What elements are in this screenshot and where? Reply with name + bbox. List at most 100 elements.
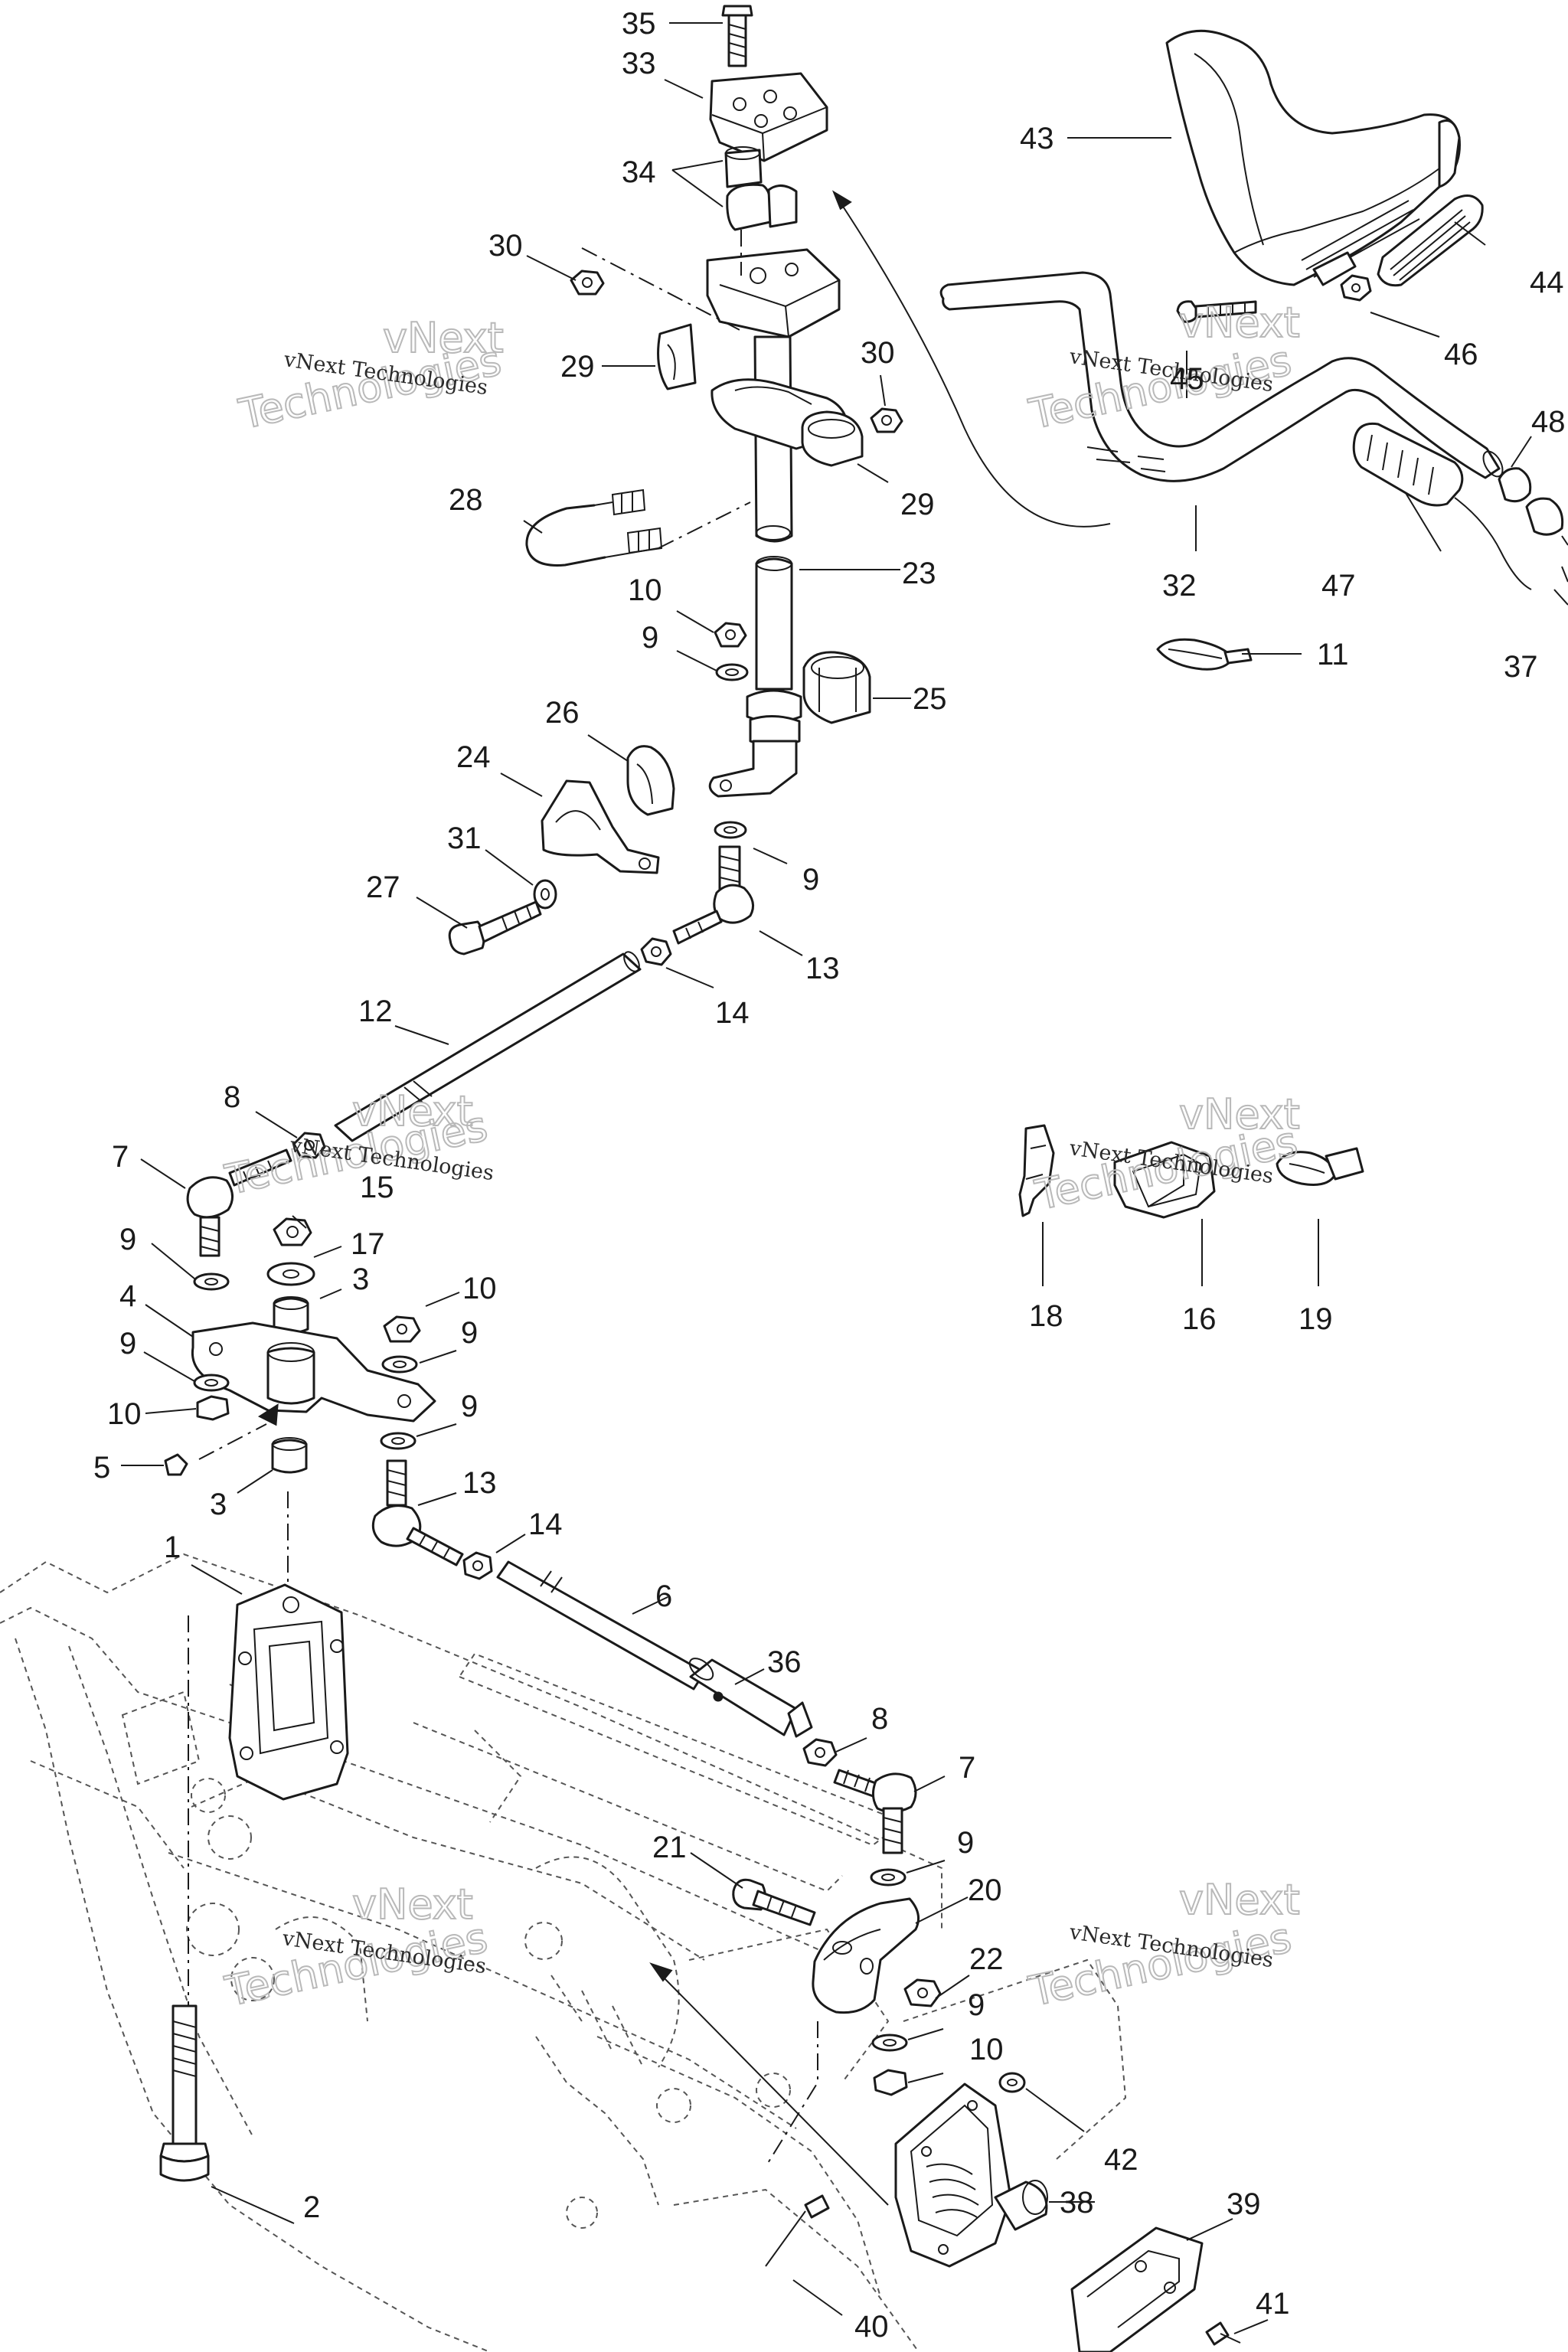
callout-9-lower-b: 9 — [968, 1988, 985, 2022]
callout-8-lower: 8 — [871, 1702, 888, 1736]
svg-text:vNext: vNext — [1179, 299, 1300, 347]
part-18-clip — [1018, 1124, 1055, 1217]
callout-17: 17 — [351, 1227, 385, 1261]
callout-43: 43 — [1020, 122, 1054, 155]
part-19-pin — [1276, 1147, 1364, 1186]
callout-48: 48 — [1531, 405, 1566, 439]
part-14-nut-upper — [640, 937, 672, 966]
callout-29-right: 29 — [900, 488, 935, 521]
part-27-bolt — [448, 900, 542, 956]
callout-23: 23 — [902, 557, 936, 590]
callout-40: 40 — [854, 2310, 889, 2344]
part-29-clamp-half-left — [657, 323, 697, 390]
callout-10-right: 10 — [462, 1272, 497, 1305]
part-13-ball-joint-lower — [371, 1459, 464, 1566]
watermark-top-left: vNext Technologies vNext Technologies — [234, 313, 506, 439]
part-6-tie-rod-lower — [496, 1560, 706, 1690]
callout-9-right-a: 9 — [461, 1316, 478, 1350]
callout-41: 41 — [1256, 2287, 1290, 2321]
center-lines — [188, 230, 818, 2167]
callout-30-left: 30 — [488, 229, 523, 263]
part-36-boot — [688, 1658, 813, 1738]
part-10-nut-upper — [714, 622, 747, 648]
assembly-arrows — [257, 190, 1111, 2206]
callout-45: 45 — [1170, 362, 1204, 396]
svg-text:vNext: vNext — [1179, 1090, 1300, 1138]
part-42-washer — [998, 2072, 1026, 2093]
callout-3-lower: 3 — [210, 1488, 227, 1521]
frame-ghost-outline — [0, 1553, 1127, 2352]
callout-36: 36 — [767, 1645, 802, 1679]
callout-30-right: 30 — [861, 336, 895, 370]
callout-18: 18 — [1029, 1299, 1063, 1333]
callout-8-upper: 8 — [224, 1080, 240, 1114]
part-16-connector — [1113, 1141, 1216, 1219]
callout-31: 31 — [447, 822, 482, 855]
callout-42: 42 — [1104, 2143, 1138, 2177]
part-9-washer-right-lower — [380, 1432, 416, 1450]
callout-20: 20 — [968, 1873, 1002, 1907]
part-47-handlebar-grip — [1352, 422, 1532, 590]
part-9-washer-mid — [714, 821, 747, 839]
part-21-bolt — [732, 1878, 816, 1926]
part-23-steering-column — [708, 556, 802, 798]
callout-7-upper: 7 — [112, 1140, 129, 1174]
callout-46: 46 — [1444, 338, 1478, 371]
part-10-nut-right — [383, 1315, 421, 1343]
callout-14-upper: 14 — [715, 996, 750, 1030]
part-9-washer-lower-right-b — [871, 2034, 908, 2052]
callout-13-upper: 13 — [805, 952, 840, 985]
part-45-screw — [1176, 300, 1257, 323]
callout-10-lower: 10 — [969, 2033, 1004, 2066]
callout-4: 4 — [119, 1279, 136, 1313]
callout-21: 21 — [652, 1831, 687, 1864]
part-41-rivet — [1205, 2321, 1241, 2346]
callout-1: 1 — [164, 1530, 181, 1564]
part-1-column-support — [228, 1583, 349, 1801]
callout-12: 12 — [358, 995, 393, 1028]
part-40-rivet — [765, 2194, 830, 2267]
callout-27: 27 — [366, 871, 400, 904]
part-48-ring-set — [1498, 467, 1564, 536]
svg-text:vNext: vNext — [383, 314, 504, 362]
callout-16: 16 — [1182, 1302, 1217, 1336]
part-28-u-bolt — [525, 488, 663, 567]
part-37-cable — [1553, 535, 1568, 606]
part-5-grease-fitting — [164, 1453, 188, 1476]
part-34-bushings — [724, 146, 798, 231]
callout-44: 44 — [1530, 266, 1564, 299]
callout-9-upper: 9 — [642, 621, 658, 655]
callout-5: 5 — [93, 1451, 110, 1485]
svg-text:vNext: vNext — [352, 1087, 473, 1135]
part-10-nut-lower-right — [873, 2069, 908, 2096]
part-7-ball-joint-lower — [833, 1769, 917, 1854]
part-11-cable-tie — [1156, 638, 1253, 671]
part-7-ball-joint-upper — [186, 1148, 292, 1257]
part-26-bushing — [626, 745, 675, 816]
part-31-washer — [533, 879, 557, 910]
part-22-nut — [903, 1978, 942, 2007]
callout-9-left-a: 9 — [119, 1223, 136, 1256]
watermark-bottom-left: vNext Technologies vNext Technologies — [220, 1880, 492, 2017]
callout-10-upper: 10 — [628, 573, 662, 607]
callout-2: 2 — [303, 2190, 320, 2224]
callout-25: 25 — [913, 682, 947, 716]
part-13-ball-joint-upper — [672, 845, 755, 945]
callout-19: 19 — [1298, 1302, 1333, 1336]
part-38-steering-housing — [894, 2082, 1048, 2268]
part-25-column-bushing — [802, 651, 871, 724]
leader-lines — [121, 22, 1568, 2334]
svg-text:vNext: vNext — [1179, 1876, 1300, 1924]
callout-26: 26 — [545, 696, 580, 730]
callout-33: 33 — [622, 47, 656, 80]
callout-6: 6 — [655, 1579, 672, 1613]
part-39-bracket — [1070, 2226, 1204, 2352]
callout-28: 28 — [449, 483, 483, 517]
part-4-pitman-arm — [191, 1321, 436, 1423]
callout-38: 38 — [1060, 2186, 1094, 2220]
callout-11: 11 — [1317, 638, 1349, 671]
callout-29-left: 29 — [560, 350, 595, 384]
callout-3-upper: 3 — [352, 1263, 369, 1296]
part-44-grip-pad — [1377, 194, 1484, 287]
